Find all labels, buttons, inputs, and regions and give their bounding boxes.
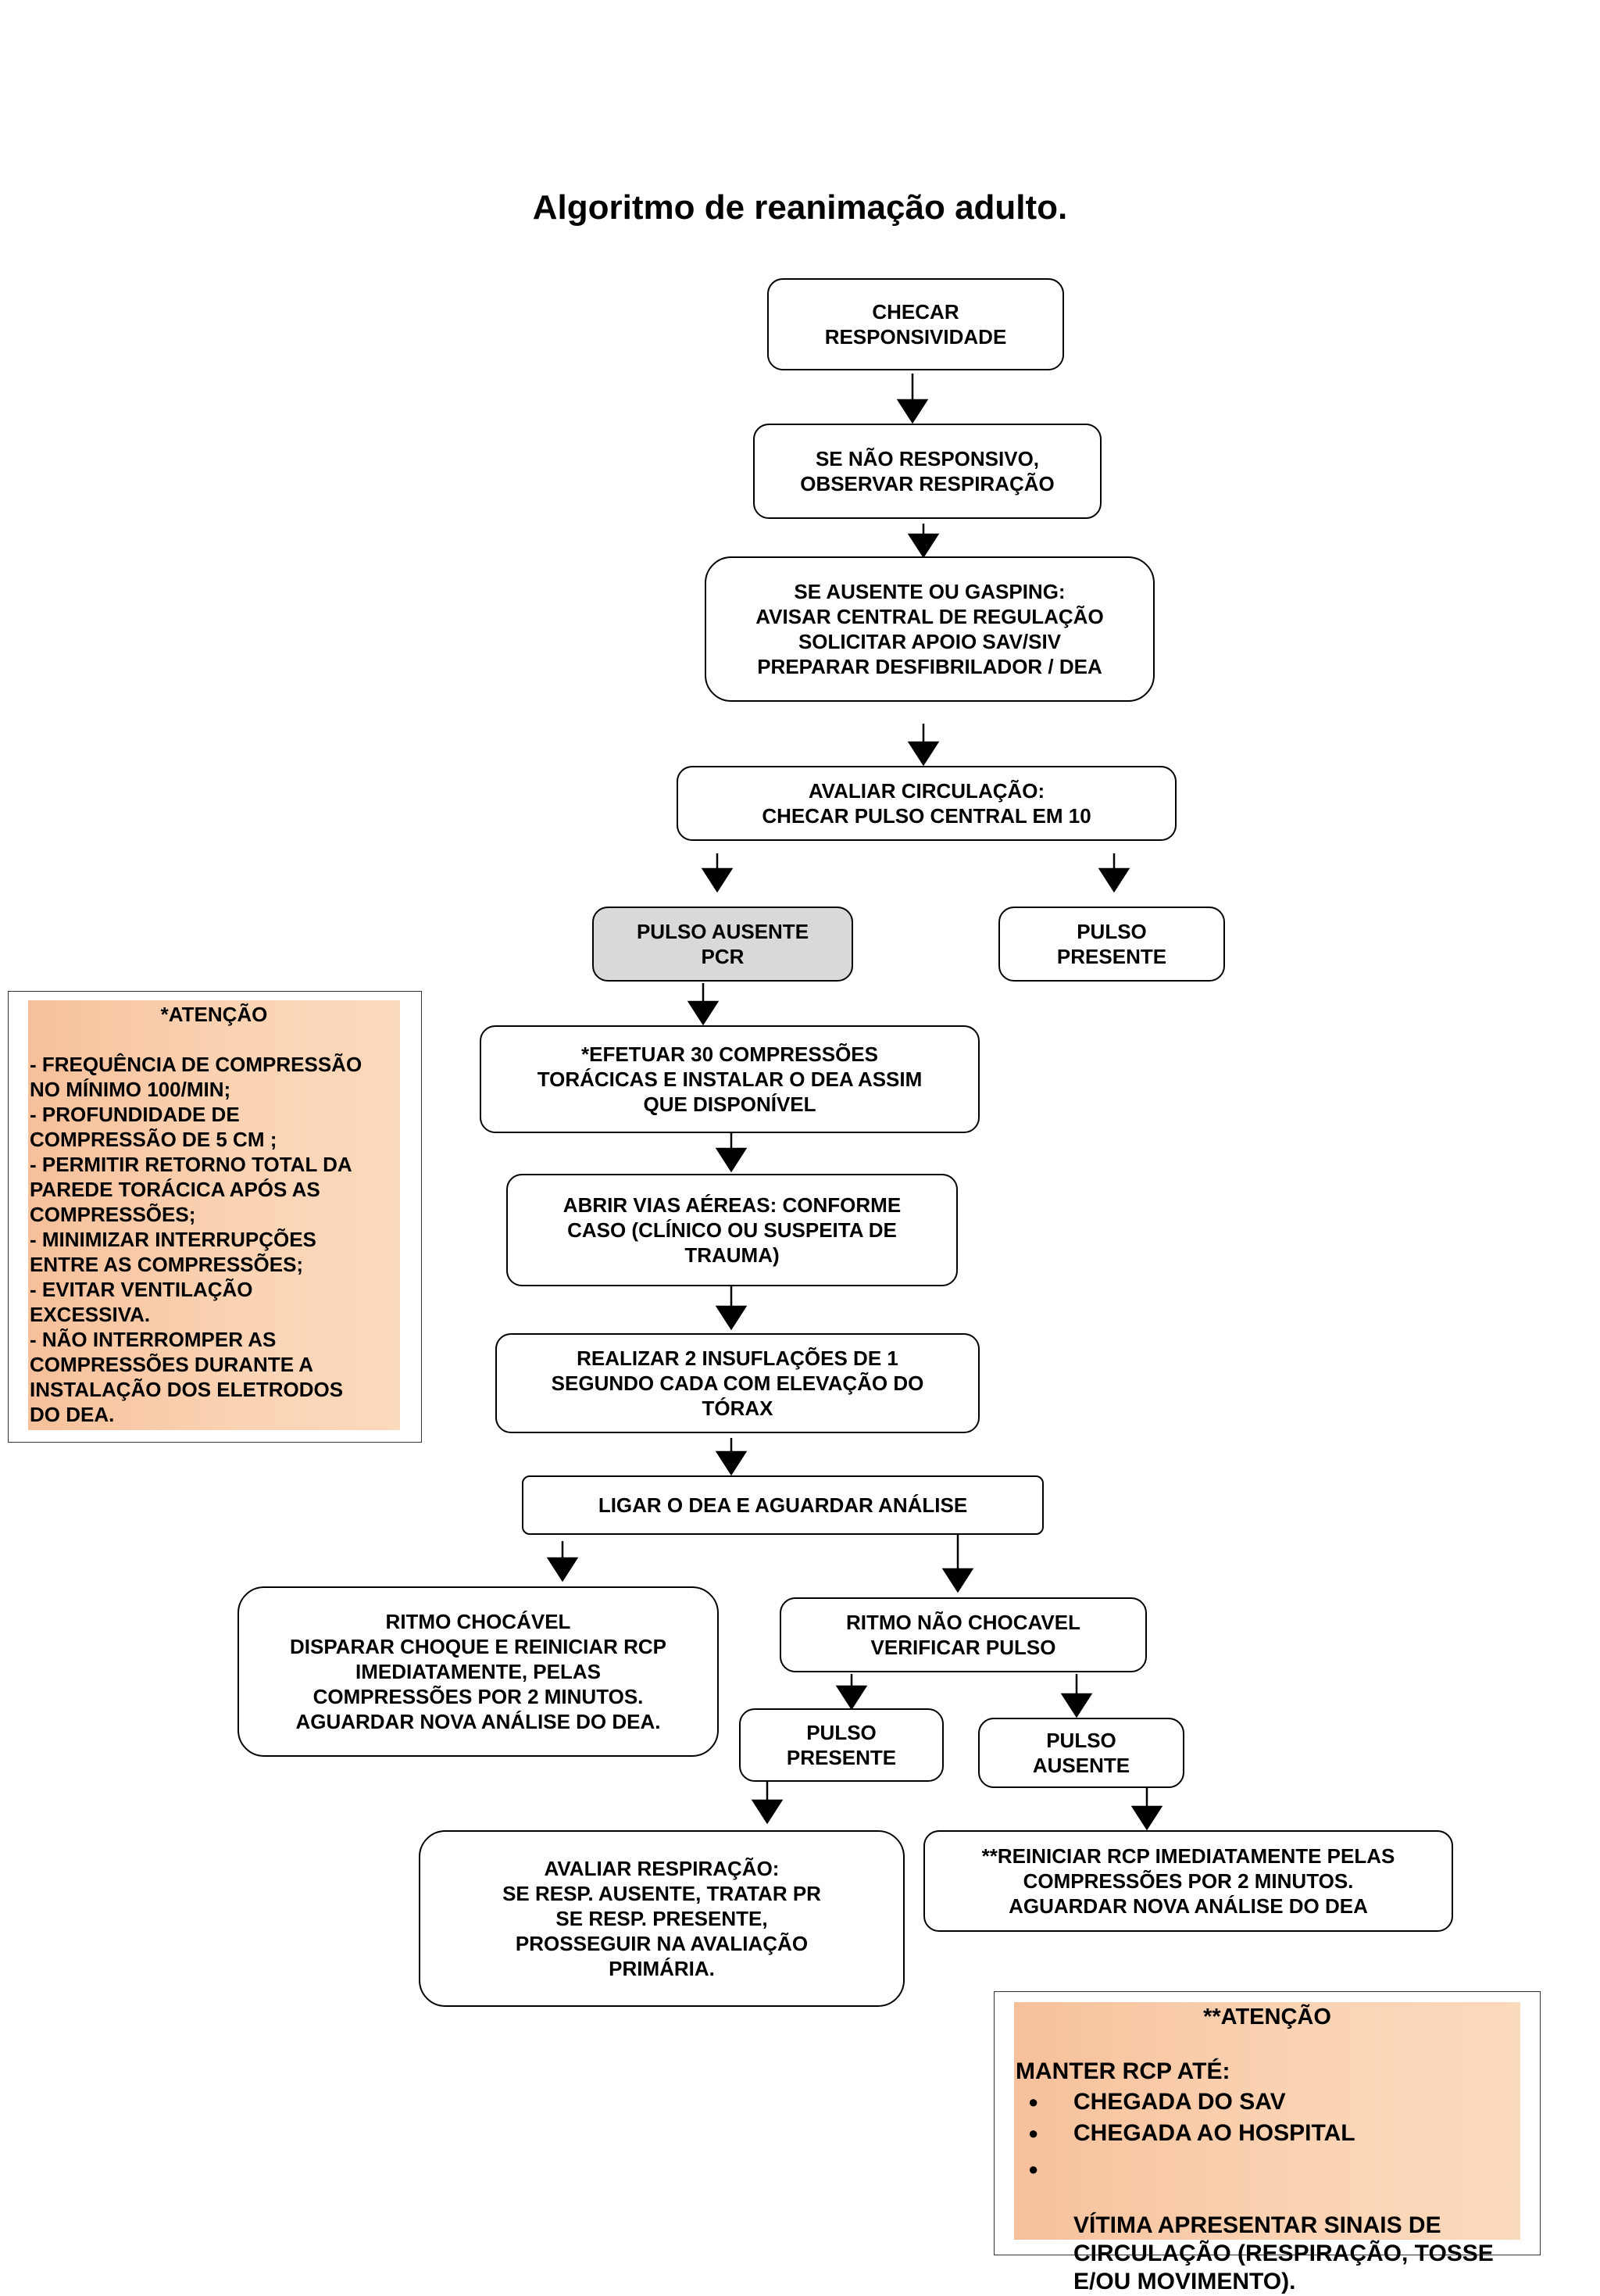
node-insufflations: REALIZAR 2 INSUFLAÇÕES DE 1 SEGUNDO CADA… bbox=[495, 1333, 980, 1433]
arrow-dea-to-shockable bbox=[546, 1541, 579, 1583]
node-absent-or-gasping: SE AUSENTE OU GASPING: AVISAR CENTRAL DE… bbox=[705, 556, 1155, 702]
arrow-circulation-to-pulse-present bbox=[1098, 853, 1130, 893]
node-turn-on-dea: LIGAR O DEA E AGUARDAR ANÁLISE bbox=[522, 1475, 1044, 1535]
bullet-icon: ● bbox=[1028, 2092, 1039, 2112]
bullet-icon: ● bbox=[1028, 2159, 1039, 2179]
arrow-non-shockable-to-pulse-absent bbox=[1060, 1674, 1093, 1718]
arrow-compressions-to-airways bbox=[715, 1133, 748, 1173]
attention-note-2-heading: **ATENÇÃO bbox=[1203, 2005, 1331, 2030]
node-pulse-absent-bottom: PULSO AUSENTE bbox=[978, 1718, 1184, 1788]
attention-note-2-subheading: MANTER RCP ATÉ: bbox=[1016, 2058, 1230, 2084]
node-pulse-present-bottom: PULSO PRESENTE bbox=[739, 1708, 944, 1782]
node-assess-breathing: AVALIAR RESPIRAÇÃO: SE RESP. AUSENTE, TR… bbox=[419, 1830, 905, 2007]
node-non-shockable-rhythm: RITMO NÃO CHOCAVEL VERIFICAR PULSO bbox=[780, 1597, 1147, 1672]
attention-note-2-list: ● CHEGADA DO SAV ● CHEGADA AO HOSPITAL ●… bbox=[1028, 2088, 1523, 2296]
arrow-circulation-to-pulse-absent bbox=[701, 853, 734, 893]
attention-note-2-fill bbox=[1014, 2002, 1520, 2240]
arrow-non-shockable-to-pulse-present bbox=[835, 1674, 868, 1711]
node-shockable-rhythm: RITMO CHOCÁVEL DISPARAR CHOQUE E REINICI… bbox=[238, 1586, 719, 1757]
attention-note-body: - FREQUÊNCIA DE COMPRESSÃO NO MÍNIMO 100… bbox=[30, 1053, 362, 1426]
arrow-observe-to-absent bbox=[907, 524, 940, 559]
node-check-responsiveness: CHECAR RESPONSIVIDADE bbox=[767, 278, 1064, 370]
attention-note-fill bbox=[28, 1000, 400, 1430]
attention-note-2-item: ● VÍTIMA APRESENTAR SINAIS DE CIRCULAÇÃO… bbox=[1028, 2155, 1523, 2296]
arrow-pulse-present-to-assess-breathing bbox=[751, 1782, 784, 1825]
arrow-responsiveness-to-observe bbox=[896, 374, 929, 424]
attention-note-2-item: ● CHEGADA DO SAV bbox=[1028, 2089, 1286, 2115]
node-compressions: *EFETUAR 30 COMPRESSÕES TORÁCICAS E INST… bbox=[480, 1025, 980, 1133]
arrow-airways-to-insufflations bbox=[715, 1286, 748, 1331]
node-pulse-absent-pcr: PULSO AUSENTE PCR bbox=[592, 907, 853, 982]
node-pulse-present-top: PULSO PRESENTE bbox=[998, 907, 1225, 982]
node-observe-breathing: SE NÃO RESPONSIVO, OBSERVAR RESPIRAÇÃO bbox=[753, 424, 1102, 519]
bullet-icon: ● bbox=[1028, 2123, 1039, 2143]
arrow-absent-to-circulation bbox=[907, 724, 940, 767]
attention-note-heading: *ATENÇÃO bbox=[160, 1003, 268, 1026]
arrow-pcr-to-compressions bbox=[687, 983, 720, 1026]
arrow-pulse-absent-to-restart-rcp bbox=[1130, 1788, 1163, 1831]
arrow-dea-to-non-shockable bbox=[941, 1535, 974, 1593]
page-title: Algoritmo de reanimação adulto. bbox=[532, 188, 1068, 227]
arrow-insufflations-to-dea bbox=[715, 1438, 748, 1476]
attention-note-2-item: ● CHEGADA AO HOSPITAL bbox=[1028, 2120, 1355, 2146]
node-restart-rcp: **REINICIAR RCP IMEDIATAMENTE PELAS COMP… bbox=[923, 1830, 1453, 1932]
node-assess-circulation: AVALIAR CIRCULAÇÃO: CHECAR PULSO CENTRAL… bbox=[677, 766, 1177, 841]
node-open-airways: ABRIR VIAS AÉREAS: CONFORME CASO (CLÍNIC… bbox=[506, 1174, 958, 1286]
